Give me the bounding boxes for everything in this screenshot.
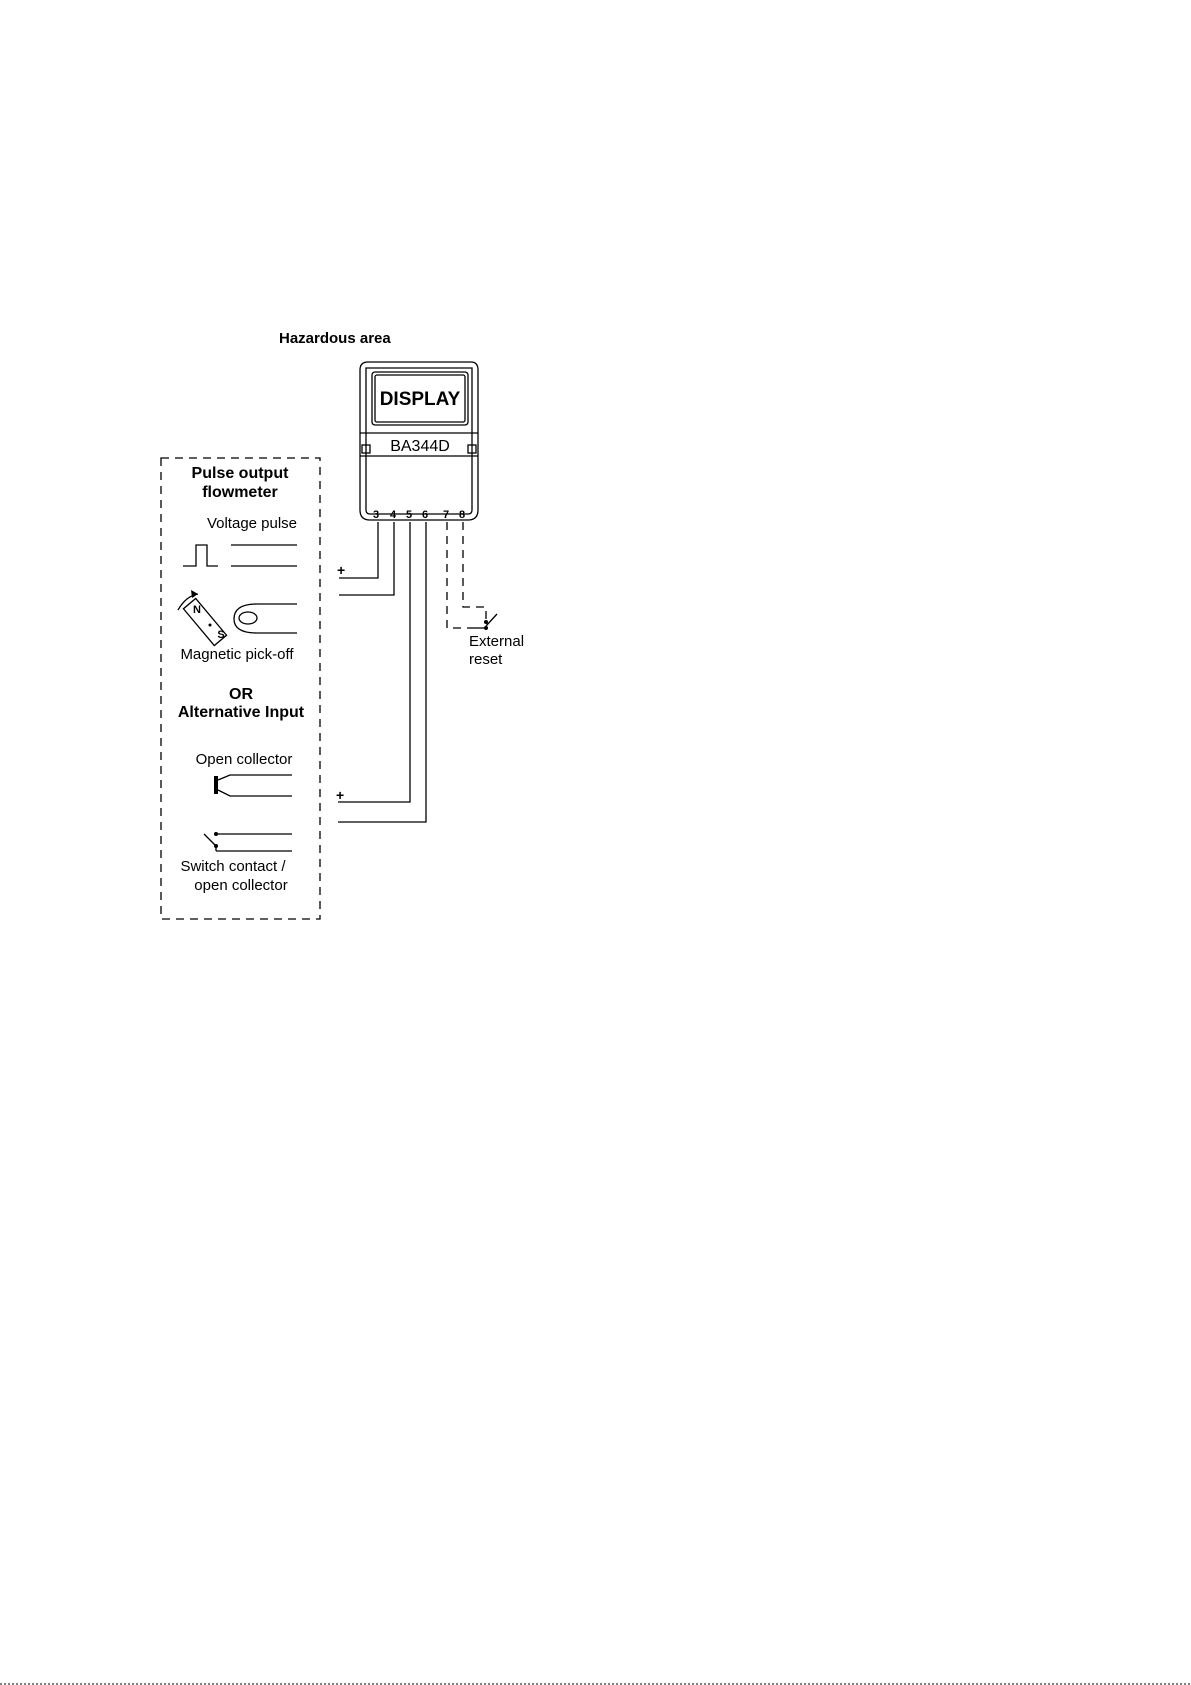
external-reset-label-line1: External (469, 633, 524, 650)
magnetic-pickoff-label: Magnetic pick-off (180, 646, 294, 663)
switch-arm-icon (204, 834, 216, 846)
magnet-south-label: S (217, 629, 224, 641)
field-wiring (338, 522, 486, 822)
alternative-input-label: Alternative Input (178, 704, 305, 721)
reset-switch-contact-top (484, 620, 488, 624)
switch-contact-label-line1: Switch contact / (180, 858, 286, 875)
pickoff-coil-loop (234, 604, 297, 633)
terminal-3-label: 3 (373, 509, 379, 521)
hazardous-area-label: Hazardous area (279, 330, 391, 347)
terminal-labels: 3 4 5 6 7 8 (373, 509, 465, 521)
wire-terminal-4 (339, 522, 394, 595)
reset-switch-arm (486, 614, 497, 626)
magnet-pivot (209, 624, 212, 627)
rotation-arrowhead-icon (191, 590, 198, 598)
wire-terminal-8-dashed (463, 522, 486, 620)
or-label: OR (229, 686, 253, 703)
wire-terminal-7-dashed (447, 522, 470, 628)
wire-terminal-5 (338, 522, 410, 802)
external-reset-label-line2: reset (469, 651, 503, 668)
magnet-icon: N S (178, 590, 227, 646)
transistor-icon (214, 776, 218, 794)
plus-sign-open-collector: + (336, 787, 344, 803)
plus-sign-voltage: + (337, 562, 345, 578)
terminal-7-label: 7 (443, 509, 449, 521)
terminal-8-label: 8 (459, 509, 465, 521)
voltage-pulse-label: Voltage pulse (207, 515, 297, 532)
magnet-north-label: N (193, 604, 201, 616)
terminal-6-label: 6 (422, 509, 428, 521)
wire-terminal-6 (338, 522, 426, 822)
pickoff-coil-icon (239, 612, 257, 624)
open-collector-label: Open collector (196, 751, 293, 768)
terminal-4-label: 4 (390, 509, 397, 521)
switch-contact-label-line2: open collector (194, 877, 287, 894)
instrument-housing: DISPLAY BA344D (360, 362, 478, 520)
flowmeter-title-line1: Pulse output (192, 465, 290, 482)
open-collector-line-top (218, 775, 292, 780)
flowmeter-title-line2: flowmeter (202, 484, 278, 501)
model-label: BA344D (390, 438, 450, 455)
terminal-5-label: 5 (406, 509, 412, 521)
pulse-waveform-icon (183, 545, 218, 566)
open-collector-line-bottom (218, 790, 292, 796)
display-label: DISPLAY (380, 389, 461, 410)
external-reset-switch: External reset (469, 614, 524, 668)
